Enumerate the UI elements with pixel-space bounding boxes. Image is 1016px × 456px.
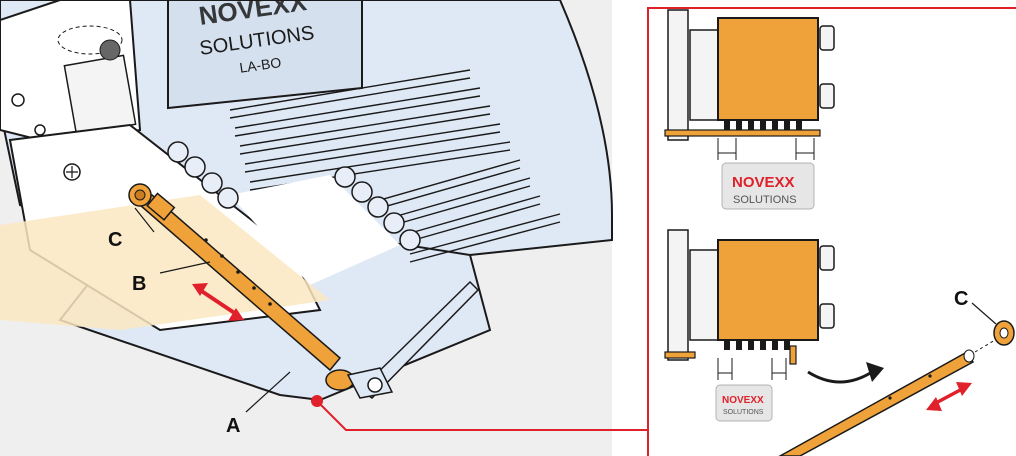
label-c: C	[108, 229, 122, 251]
nozzle-row-top	[724, 120, 802, 130]
move-arrow-left	[192, 283, 244, 321]
side-knob	[819, 245, 835, 271]
mount-bracket	[667, 229, 689, 361]
rod-clip	[146, 192, 176, 221]
screw-slot	[66, 166, 78, 178]
bottom-detail: NOVEXX SOLUTIONS C	[664, 229, 1015, 456]
rod-stub	[664, 351, 696, 359]
logo-brand-top: NOVEXX	[732, 174, 795, 191]
knob-icon	[99, 39, 121, 61]
logo-sub-bottom: SOLUTIONS	[723, 409, 764, 416]
dimension-lines-top	[717, 138, 815, 160]
curved-arrow	[807, 370, 873, 384]
curved-arrow-head	[866, 362, 884, 382]
end-cap-inner	[134, 189, 146, 201]
label-a: A	[226, 415, 240, 437]
logo-brand-bottom: NOVEXX	[722, 395, 764, 406]
rod-holes	[204, 238, 272, 306]
side-knob	[819, 25, 835, 51]
side-frame	[689, 29, 719, 121]
leader-c	[134, 207, 155, 233]
leader-b	[159, 261, 211, 274]
top-detail: NOVEXX SOLUTIONS	[664, 9, 835, 210]
removed-rod	[778, 350, 975, 456]
alignment-dashes	[974, 339, 996, 353]
end-cap-c-right-inner	[999, 327, 1009, 339]
hole-icon	[11, 93, 25, 107]
screw-icon	[63, 163, 81, 181]
left-panel: NOVEXX SOLUTIONS LA-BO	[0, 0, 613, 456]
side-knob	[819, 83, 835, 109]
rod-top	[664, 129, 821, 137]
fitting-ring	[367, 377, 383, 393]
logo-box-bottom	[715, 384, 773, 422]
rod-opening	[963, 349, 975, 363]
side-frame	[689, 249, 719, 341]
leader-a	[245, 371, 291, 413]
rod-end-cap	[789, 345, 797, 365]
clamp-block	[63, 54, 137, 136]
leader-c-right	[971, 302, 997, 325]
label-sheet	[230, 175, 400, 285]
removed-rod-holes	[888, 374, 932, 400]
logo-sub-top: SOLUTIONS	[733, 194, 797, 206]
orange-box	[717, 17, 819, 121]
nozzles-right	[334, 166, 421, 251]
dashed-outline	[57, 25, 123, 55]
label-b: B	[132, 273, 146, 295]
nozzle-row-bottom	[724, 340, 790, 350]
label-c-right: C	[954, 288, 968, 310]
right-panel: NOVEXX SOLUTIONS NOVEXX SOLU	[650, 9, 1016, 456]
callout-frame	[317, 7, 1016, 456]
mount-bracket	[667, 9, 689, 141]
dimension-lines-bottom	[717, 358, 787, 380]
move-arrow-right	[926, 382, 972, 411]
orange-box	[717, 239, 819, 341]
nozzles-left	[167, 141, 239, 209]
hole-icon	[34, 124, 46, 136]
device-model-text: LA-BO	[238, 54, 282, 76]
logo-box-top	[721, 162, 815, 210]
side-knob	[819, 303, 835, 329]
